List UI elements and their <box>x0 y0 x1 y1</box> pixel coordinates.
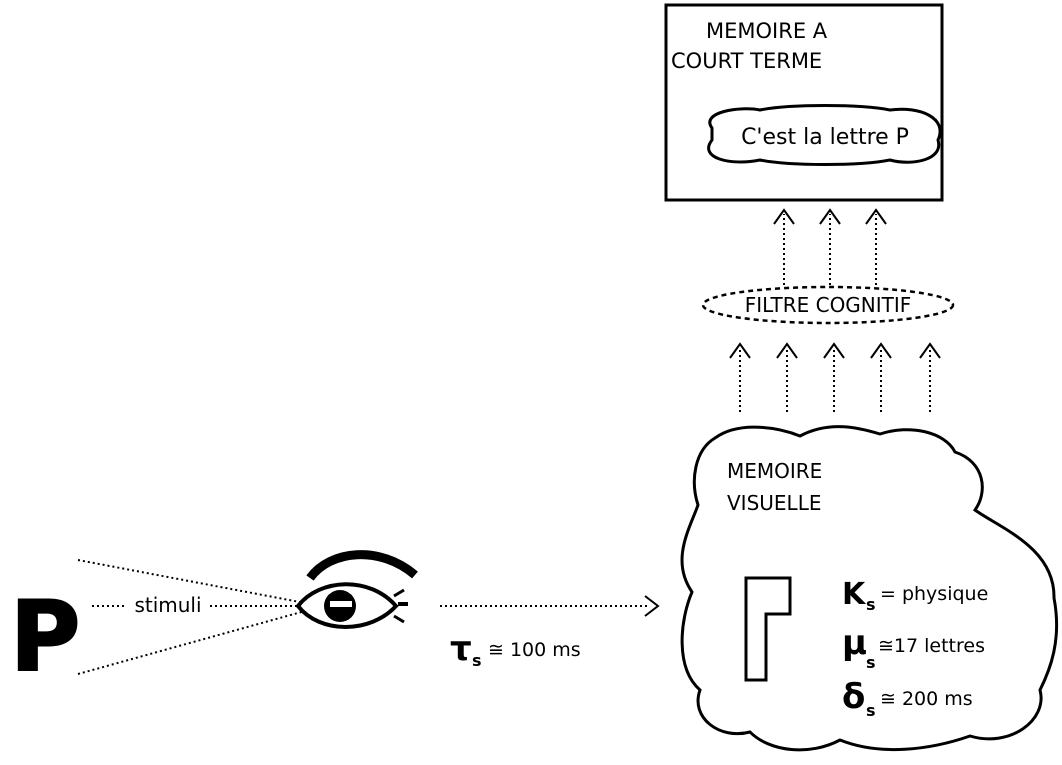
filter-label: FILTRE COGNITIF <box>745 293 912 317</box>
lower-arrow <box>920 344 940 412</box>
lower-arrow <box>730 344 750 412</box>
vm-title-line2: VISUELLE <box>727 491 821 515</box>
mu-value: ≅17 lettres <box>878 635 985 657</box>
delta-subscript: s <box>866 701 876 720</box>
cognitive-filter: FILTRE COGNITIF <box>703 287 953 323</box>
transfer-arrow <box>440 596 658 616</box>
letter-p-icon: P <box>10 581 80 693</box>
stm-title-line2: COURT TERME <box>671 49 822 73</box>
visual-memory-cloud: MEMOIRE VISUELLE K s = physique μ s ≅17 … <box>682 427 1057 750</box>
lower-arrow <box>871 344 891 412</box>
vm-title-line1: MEMOIRE <box>727 459 822 483</box>
mu-subscript: s <box>866 653 876 672</box>
tau-symbol: τ <box>450 629 472 669</box>
kappa-subscript: s <box>866 595 876 614</box>
stm-title-line1: MEMOIRE A <box>706 19 828 43</box>
lower-arrow <box>777 344 797 412</box>
stimuli-rays: stimuli <box>78 560 305 674</box>
stm-thought-bubble: C'est la lettre P <box>709 106 940 165</box>
lower-arrow <box>824 344 844 412</box>
upper-arrow <box>820 210 840 285</box>
delta-value: ≅ 200 ms <box>880 688 973 710</box>
delta-symbol: δ <box>842 677 865 717</box>
upper-arrow <box>774 210 794 285</box>
stimuli-label: stimuli <box>134 593 201 617</box>
stimulus-letter: P <box>10 581 80 693</box>
tau-param: τ s ≅ 100 ms <box>450 629 581 670</box>
stm-content: C'est la lettre P <box>741 125 909 150</box>
tau-value: ≅ 100 ms <box>488 639 581 661</box>
upper-arrow <box>866 210 886 285</box>
tau-subscript: s <box>472 651 482 670</box>
short-term-memory-box: MEMOIRE A COURT TERME C'est la lettre P <box>666 5 942 200</box>
eye-icon <box>298 555 415 627</box>
mu-symbol: μ <box>842 623 867 663</box>
kappa-value: = physique <box>880 583 988 605</box>
upper-arrows <box>774 210 886 285</box>
lower-arrows <box>730 344 940 412</box>
kappa-symbol: K <box>842 577 867 612</box>
